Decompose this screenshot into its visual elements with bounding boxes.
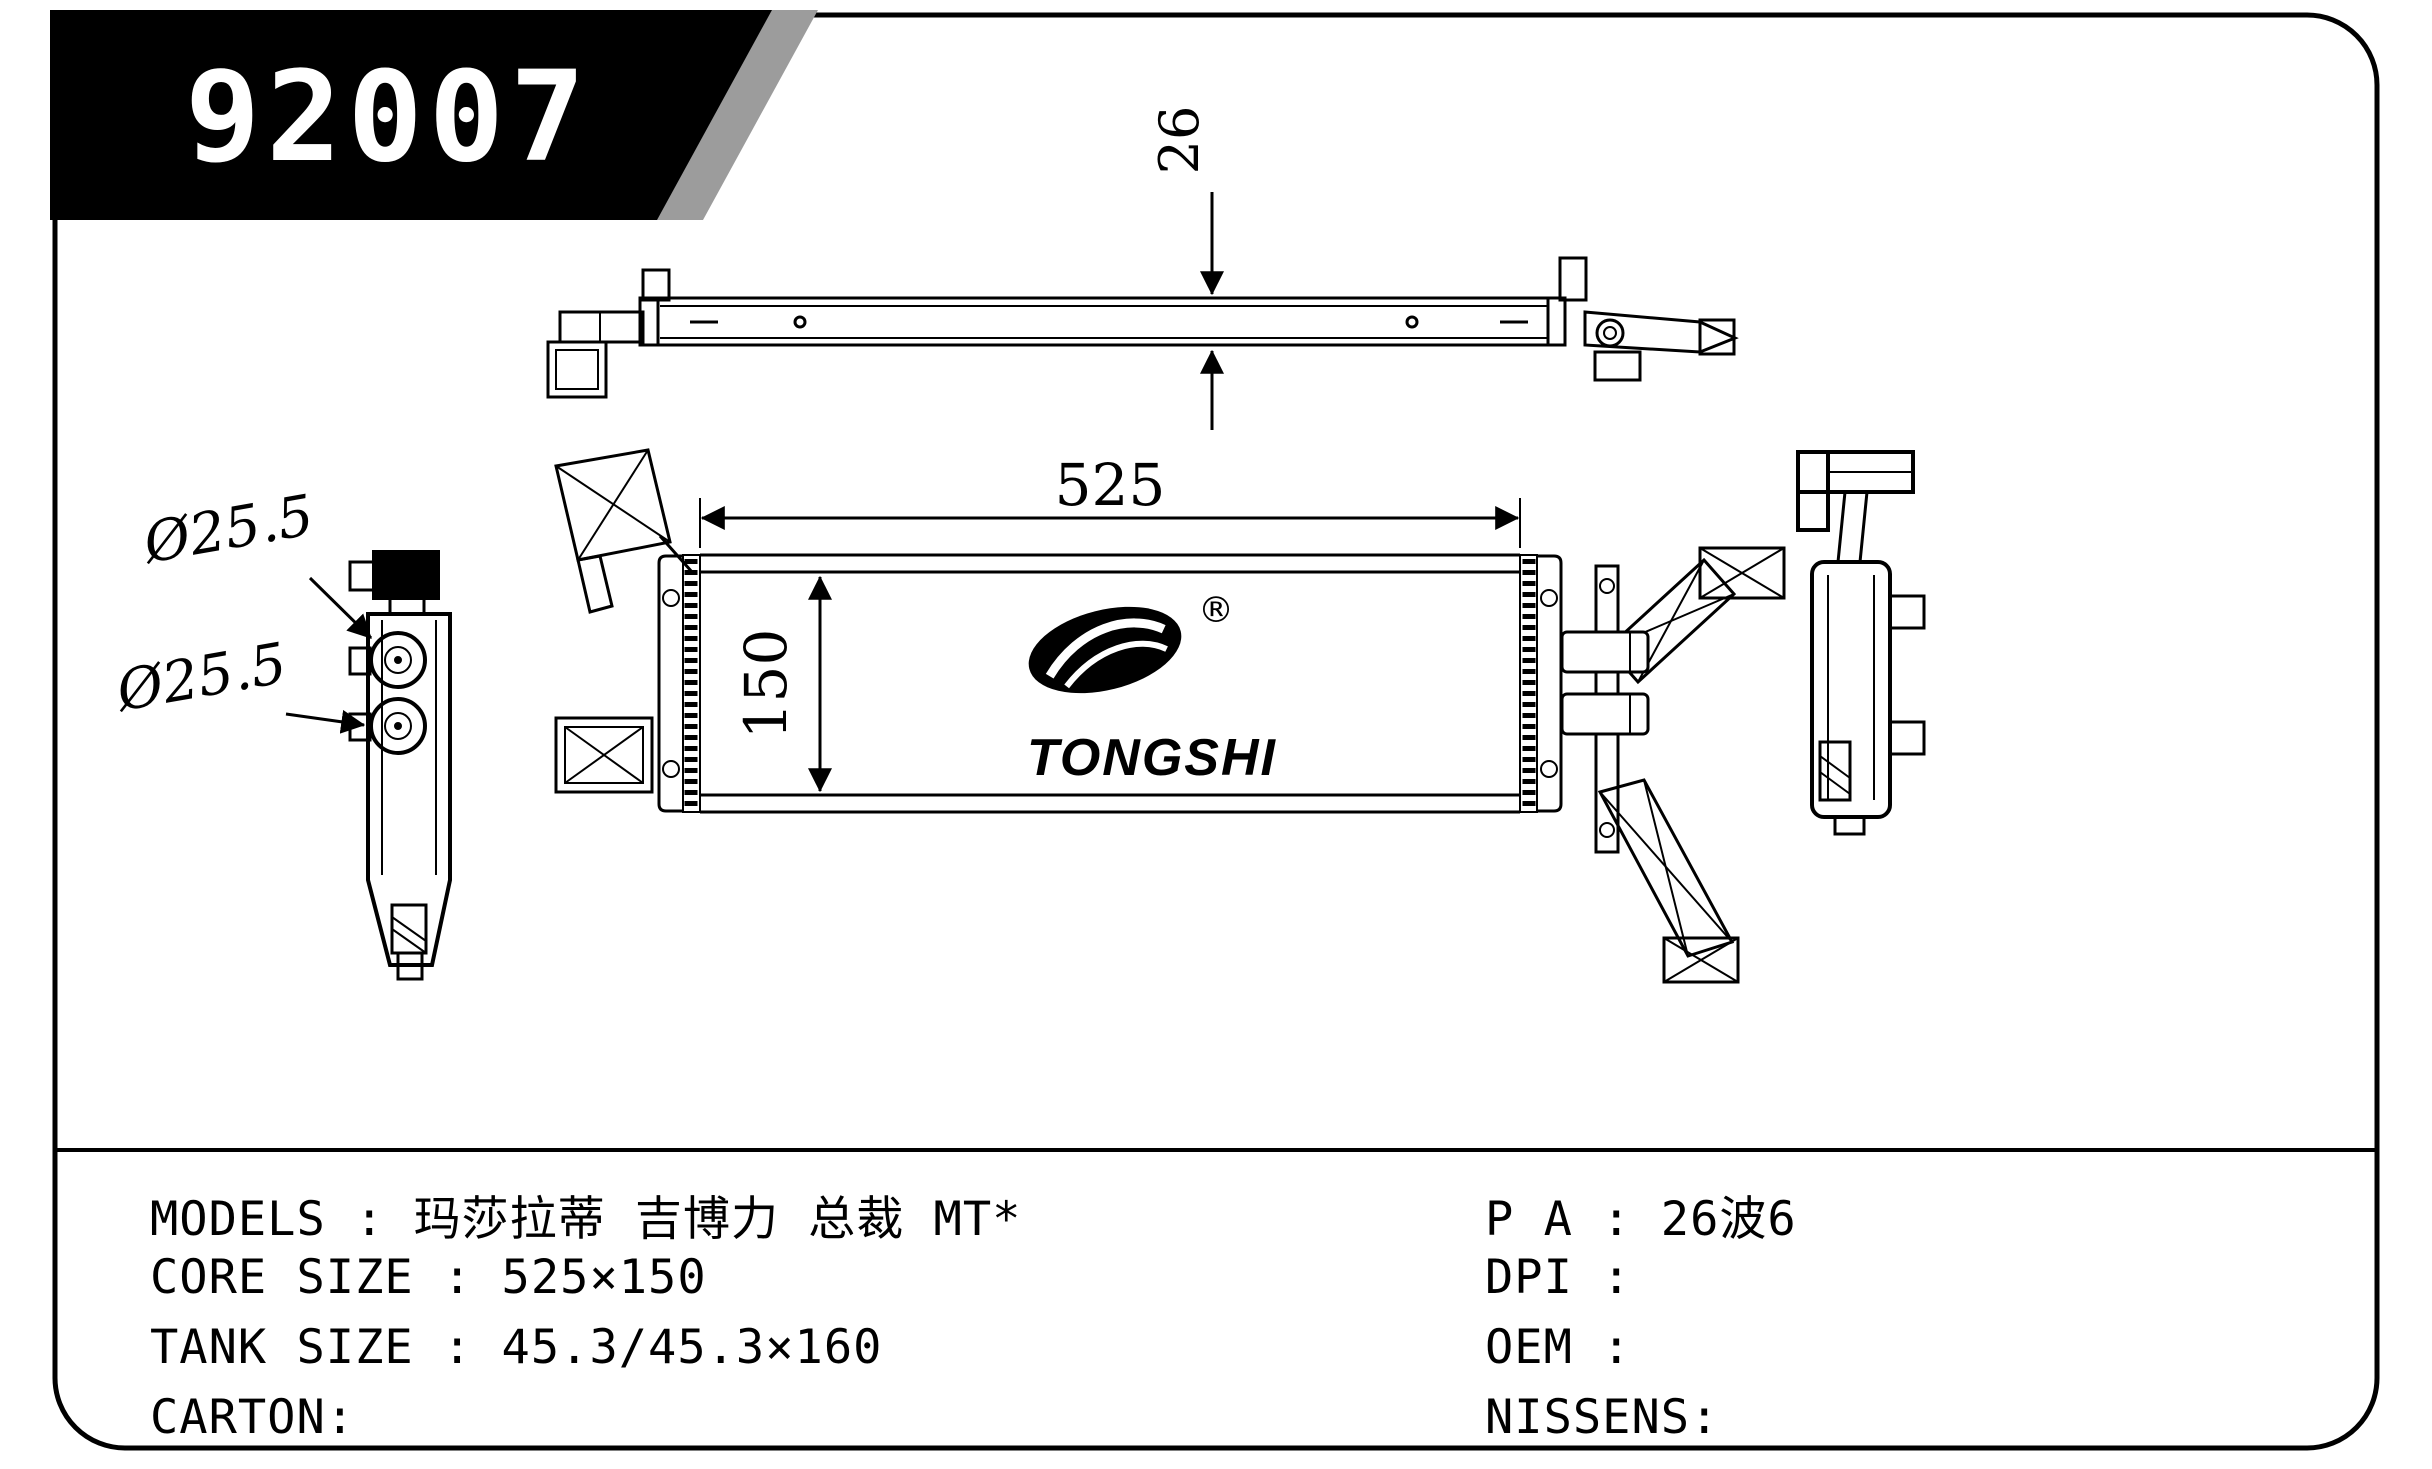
part-number: 92007 <box>185 45 591 190</box>
tongshi-logo: ® TONGSHI <box>1027 590 1277 787</box>
core-right-serration <box>1519 554 1538 813</box>
dimension-height: 150 <box>732 575 832 793</box>
dimension-width-label: 525 <box>1055 451 1166 519</box>
pipe-stubs <box>1560 630 1650 736</box>
banner-plate <box>50 10 772 220</box>
spec-core-size: CORE SIZE : 525×150 <box>150 1250 707 1305</box>
top-view <box>546 256 1739 399</box>
port-dimensions: Ø25.5 Ø25.5 <box>110 483 373 734</box>
front-view <box>657 553 1563 814</box>
right-side-view <box>1796 450 1926 836</box>
spec-nissens: NISSENS: <box>1485 1390 1720 1445</box>
dimension-thickness-label: 26 <box>1148 106 1211 175</box>
registered-mark: ® <box>1198 590 1234 631</box>
spec-models: MODELS : 玛莎拉蒂 吉博力 总裁 MT* <box>150 1192 1022 1247</box>
spec-carton: CARTON: <box>150 1390 356 1445</box>
dimension-height-label: 150 <box>732 629 800 740</box>
dimension-thickness: 26 <box>1148 106 1224 430</box>
left-tank <box>657 554 683 813</box>
spec-pa: P A : 26波6 <box>1485 1192 1797 1247</box>
dimension-width: 525 <box>699 451 1521 548</box>
core-left-serration <box>682 554 701 813</box>
top-view-left-fitting <box>546 268 671 399</box>
left-side-view <box>348 550 452 981</box>
page-frame <box>52 12 2380 1451</box>
top-view-right-fitting <box>1558 256 1739 382</box>
spec-oem: OEM : <box>1485 1320 1632 1375</box>
right-tank <box>1537 554 1563 813</box>
right-mount-bracket <box>1560 546 1786 984</box>
logo-wordmark: TONGSHI <box>1027 729 1277 787</box>
inlet-port <box>348 631 427 689</box>
port-dim-bottom-label: Ø25.5 <box>110 631 291 725</box>
spec-tank-size: TANK SIZE : 45.3/45.3×160 <box>150 1320 883 1375</box>
port-dim-top-label: Ø25.5 <box>137 483 318 577</box>
part-number-banner: 92007 <box>50 10 818 220</box>
spec-dpi: DPI : <box>1485 1250 1632 1305</box>
logo-ellipse-icon <box>1028 606 1182 694</box>
left-mount-brackets <box>554 448 694 794</box>
